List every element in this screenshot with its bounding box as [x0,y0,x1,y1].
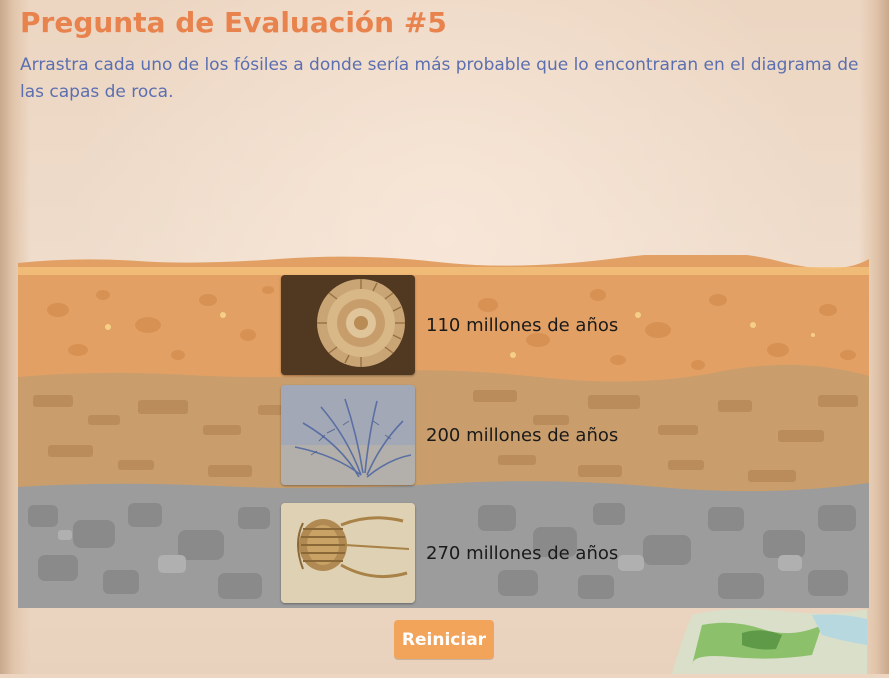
reset-button[interactable]: Reiniciar [394,620,494,659]
fossil-age-label: 110 millones de años [426,314,619,336]
question-instructions: Arrastra cada uno de los fósiles a donde… [20,55,859,102]
question-title: Pregunta de Evaluación #5 [20,6,447,39]
fossil-row-1: 110 millones de años [281,275,618,375]
fossil-age-label: 200 millones de años [426,424,619,446]
decorative-map-corner [672,605,867,678]
trilobite-icon [281,503,415,603]
fossil-age-label: 270 millones de años [426,542,619,564]
trilobite-fossil-card[interactable] [281,503,415,603]
ammonite-fossil-card[interactable] [281,275,415,375]
fern-fossil-card[interactable] [281,385,415,485]
fossil-row-3: 270 millones de años [281,503,618,603]
rock-layers-diagram [18,255,869,608]
rock-layer-top [18,255,869,383]
rock-layer-middle [18,364,869,495]
ammonite-icon [281,275,415,375]
fern-fossil-icon [281,385,415,485]
fossil-row-2: 200 millones de años [281,385,618,485]
